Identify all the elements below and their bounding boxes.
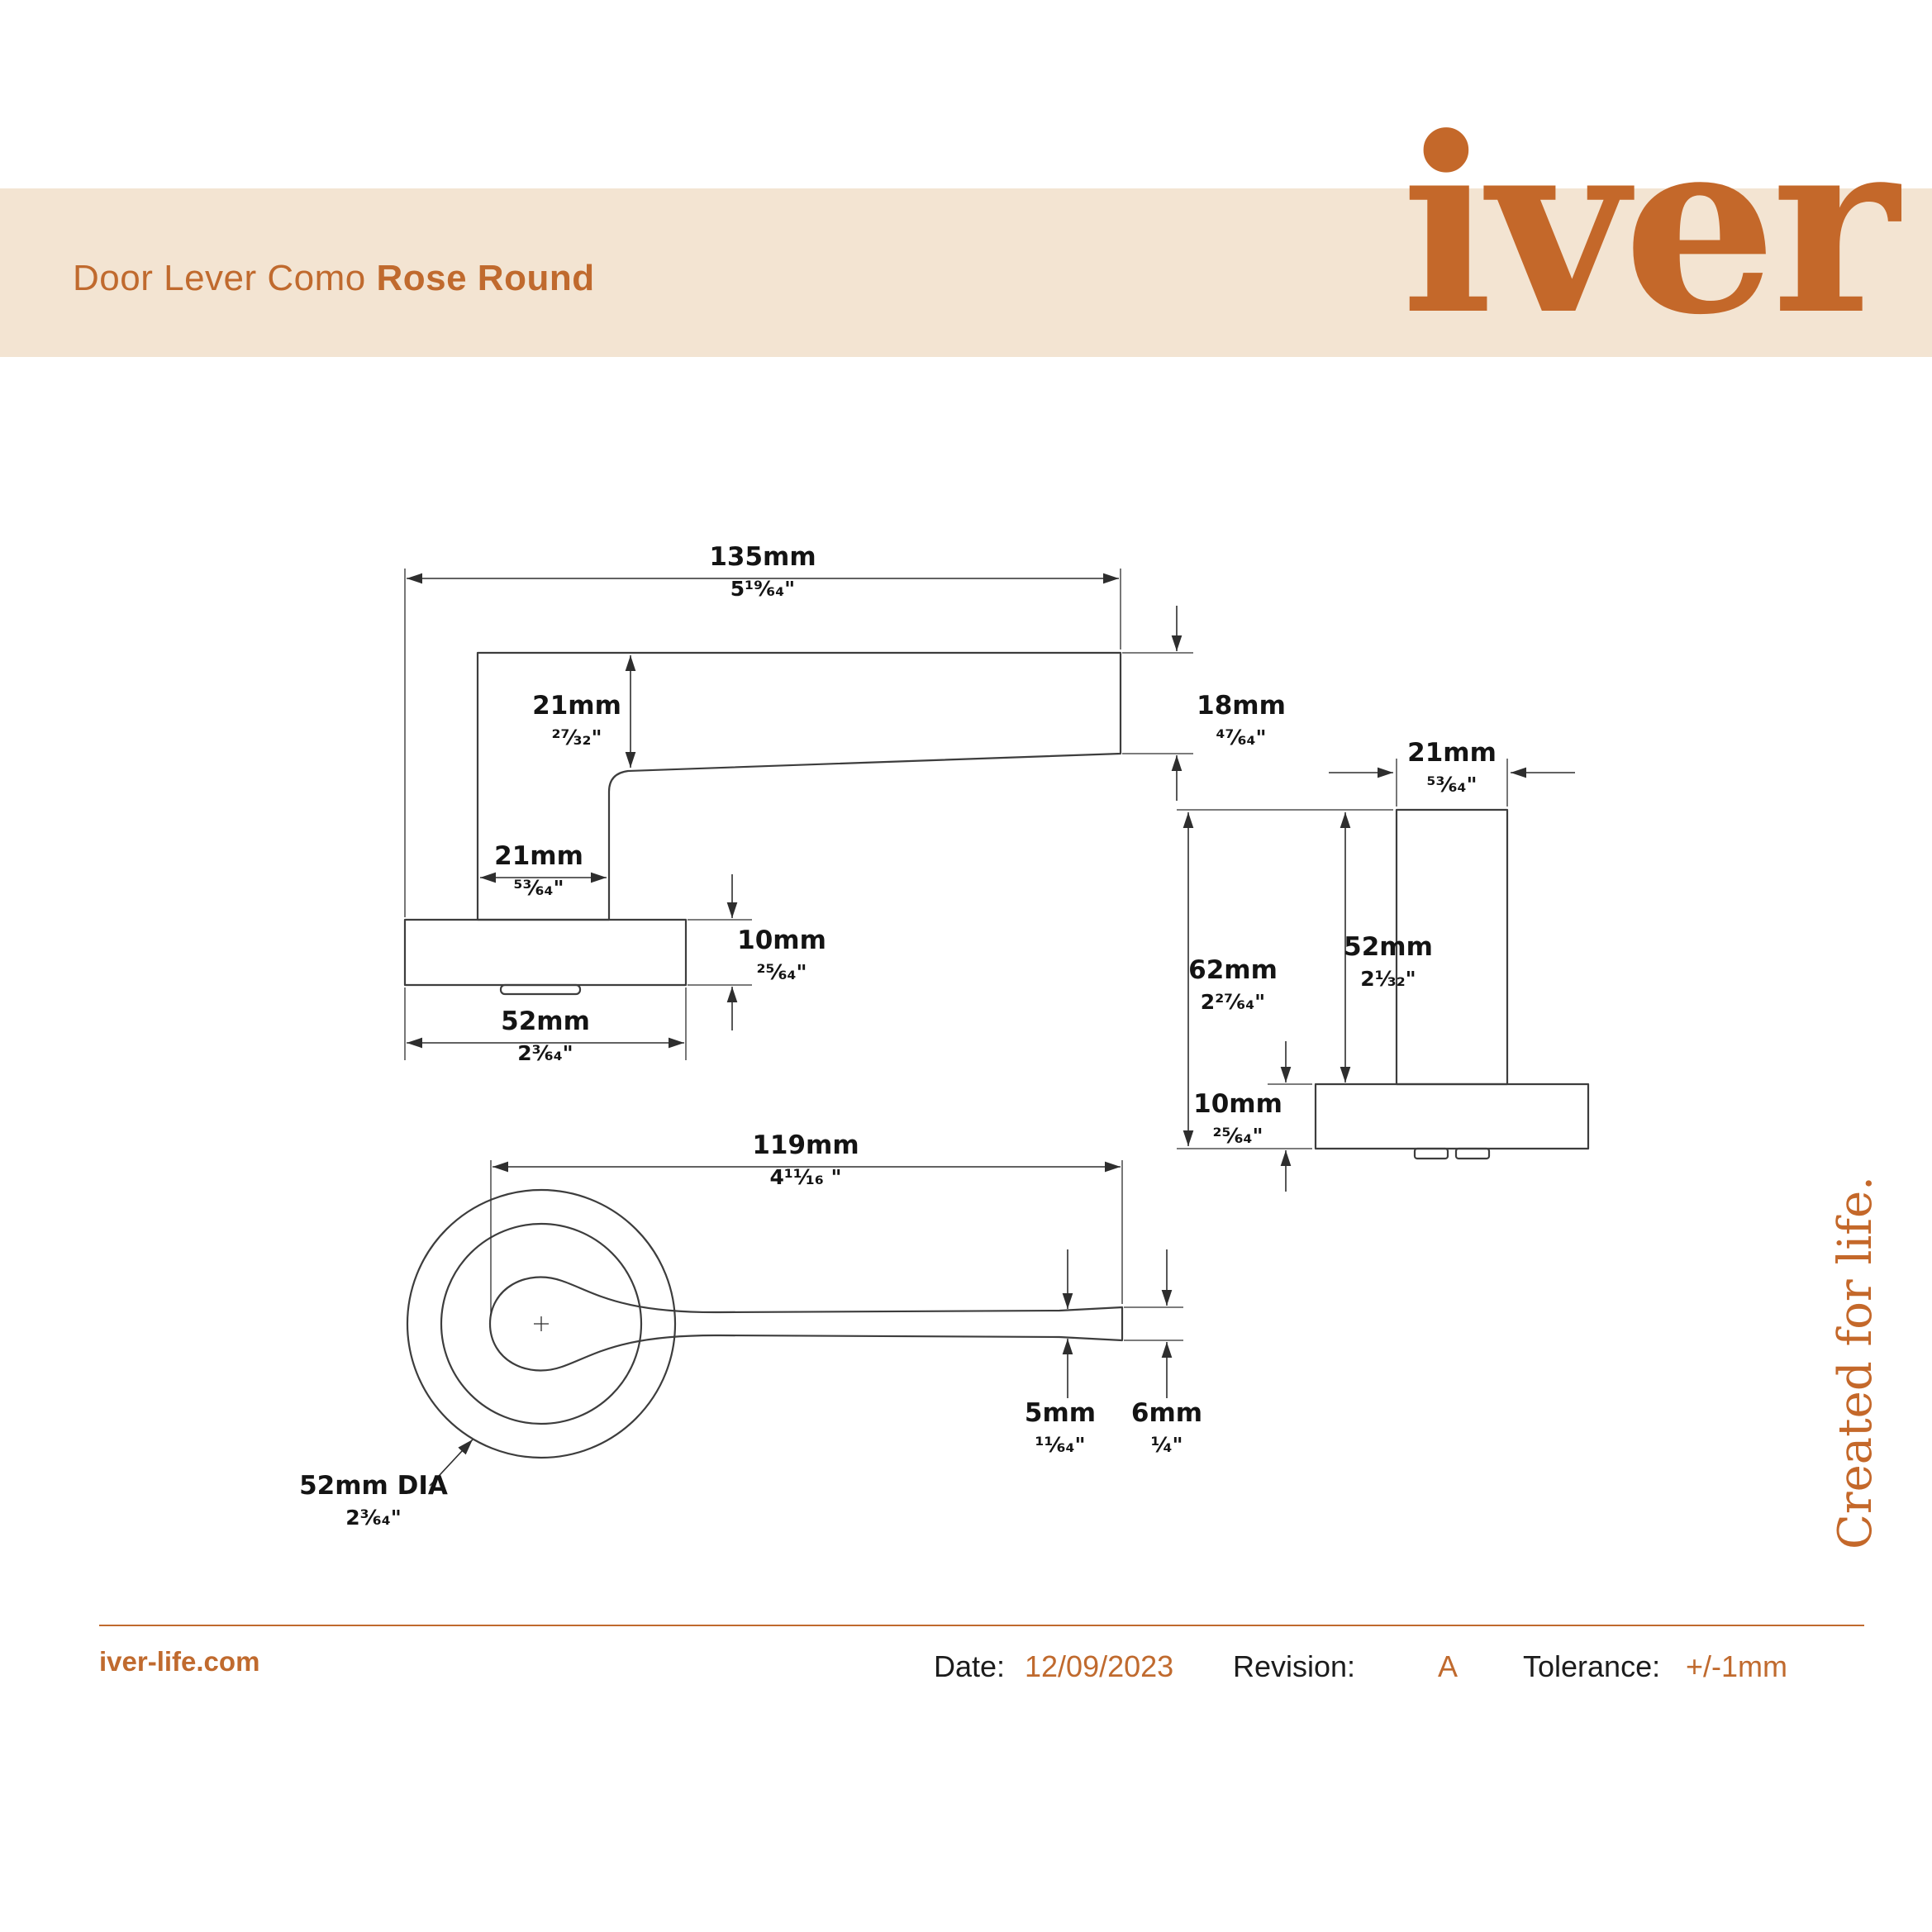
lever-top-outline bbox=[488, 1276, 1124, 1372]
end-view bbox=[1177, 759, 1590, 1192]
rose-outer-circle bbox=[406, 1188, 677, 1459]
dim-side-lever-thickness: 21mm ²⁷⁄₃₂" bbox=[532, 692, 621, 749]
dim-value-inch: 2²⁷⁄₆₄" bbox=[1200, 989, 1266, 1014]
dim-top-rose-dia: 52mm DIA 2³⁄₆₄" bbox=[299, 1473, 448, 1529]
dim-end-total-height: 62mm 2²⁷⁄₆₄" bbox=[1188, 957, 1278, 1013]
dim-end-stem-width: 21mm ⁵³⁄₆₄" bbox=[1407, 740, 1497, 796]
page-title: Door Lever Como Rose Round bbox=[73, 258, 595, 299]
dim-value-mm: 119mm bbox=[752, 1130, 859, 1160]
dim-value-mm: 10mm bbox=[1193, 1089, 1282, 1119]
dim-value-inch: ¹⁄₄" bbox=[1150, 1432, 1183, 1457]
dim-value-mm: 10mm bbox=[737, 926, 826, 955]
date-value: 12/09/2023 bbox=[1025, 1649, 1174, 1683]
dim-value-mm: 21mm bbox=[532, 691, 621, 721]
dim-value-inch: ⁵³⁄₆₄" bbox=[513, 875, 564, 900]
dim-top-width: 5mm ¹¹⁄₆₄" bbox=[1025, 1400, 1096, 1456]
rose-end bbox=[1314, 1083, 1590, 1150]
tagline: Created for life. bbox=[1829, 1176, 1882, 1549]
dim-value-inch: ²⁷⁄₃₂" bbox=[551, 725, 602, 749]
dim-value-inch: ²⁵⁄₆₄" bbox=[756, 959, 807, 984]
dim-side-length: 135mm 5¹⁹⁄₆₄" bbox=[709, 544, 816, 600]
dim-value-inch: 4¹¹⁄₁₆ " bbox=[769, 1164, 842, 1189]
revision-label: Revision: bbox=[1233, 1649, 1356, 1683]
dim-top-tip-width: 6mm ¹⁄₄" bbox=[1131, 1400, 1202, 1456]
title-regular: Door Lever Como bbox=[73, 258, 377, 298]
dim-end-stem-height: 52mm 2¹⁄₃₂" bbox=[1344, 934, 1433, 990]
dim-top-length: 119mm 4¹¹⁄₁₆ " bbox=[752, 1132, 859, 1188]
tolerance-label: Tolerance: bbox=[1523, 1649, 1661, 1683]
dim-value-inch: ¹¹⁄₆₄" bbox=[1035, 1432, 1086, 1457]
dim-value-mm: 18mm bbox=[1197, 691, 1286, 721]
rose-side-nub bbox=[499, 983, 582, 996]
lever-side-outline bbox=[476, 651, 1122, 921]
title-bold: Rose Round bbox=[376, 258, 595, 298]
rose-side bbox=[403, 918, 688, 987]
dim-value-mm: 21mm bbox=[494, 841, 583, 871]
tolerance-value: +/-1mm bbox=[1686, 1649, 1788, 1683]
dim-value-mm: 62mm bbox=[1188, 955, 1278, 985]
dim-value-inch: ⁴⁷⁄₆₄" bbox=[1216, 725, 1267, 749]
iver-logo: iver bbox=[1401, 84, 1899, 368]
dim-value-mm: 21mm bbox=[1407, 738, 1497, 768]
dim-value-mm: 52mm bbox=[1344, 932, 1433, 962]
footer-rule bbox=[99, 1625, 1864, 1626]
center-cross bbox=[534, 1316, 549, 1331]
dim-value-mm: 52mm DIA bbox=[299, 1471, 448, 1501]
dim-value-mm: 135mm bbox=[709, 542, 816, 572]
dim-value-mm: 6mm bbox=[1130, 1398, 1203, 1428]
date-label: Date: bbox=[934, 1649, 1006, 1683]
dim-value-inch: 2¹⁄₃₂" bbox=[1360, 966, 1416, 991]
dim-end-rose-height: 10mm ²⁵⁄₆₄" bbox=[1193, 1091, 1282, 1147]
leader-52dia bbox=[429, 1439, 473, 1487]
top-view bbox=[406, 1160, 1183, 1487]
website-text: iver-life.com bbox=[99, 1646, 260, 1677]
dim-value-inch: ⁵³⁄₆₄" bbox=[1426, 772, 1478, 797]
dim-side-rose-width: 52mm 2³⁄₆₄" bbox=[501, 1008, 590, 1064]
dim-value-inch: 5¹⁹⁄₆₄" bbox=[730, 576, 796, 601]
dim-value-inch: 2³⁄₆₄" bbox=[517, 1040, 573, 1065]
dim-value-inch: 2³⁄₆₄" bbox=[345, 1505, 402, 1530]
dim-value-inch: ²⁵⁄₆₄" bbox=[1212, 1123, 1263, 1148]
side-view bbox=[403, 569, 1193, 1060]
header-banner bbox=[0, 188, 1932, 357]
revision-value: A bbox=[1438, 1649, 1459, 1683]
rose-end-nub bbox=[1413, 1147, 1449, 1160]
dim-side-stem-width: 21mm ⁵³⁄₆₄" bbox=[494, 843, 583, 899]
rose-inner-circle bbox=[440, 1222, 643, 1425]
dim-side-rose-height: 10mm ²⁵⁄₆₄" bbox=[737, 927, 826, 983]
dim-side-tip-thickness: 18mm ⁴⁷⁄₆₄" bbox=[1197, 692, 1286, 749]
dim-value-mm: 52mm bbox=[501, 1006, 590, 1036]
dim-value-mm: 5mm bbox=[1024, 1398, 1097, 1428]
rose-end-nub bbox=[1454, 1147, 1491, 1160]
